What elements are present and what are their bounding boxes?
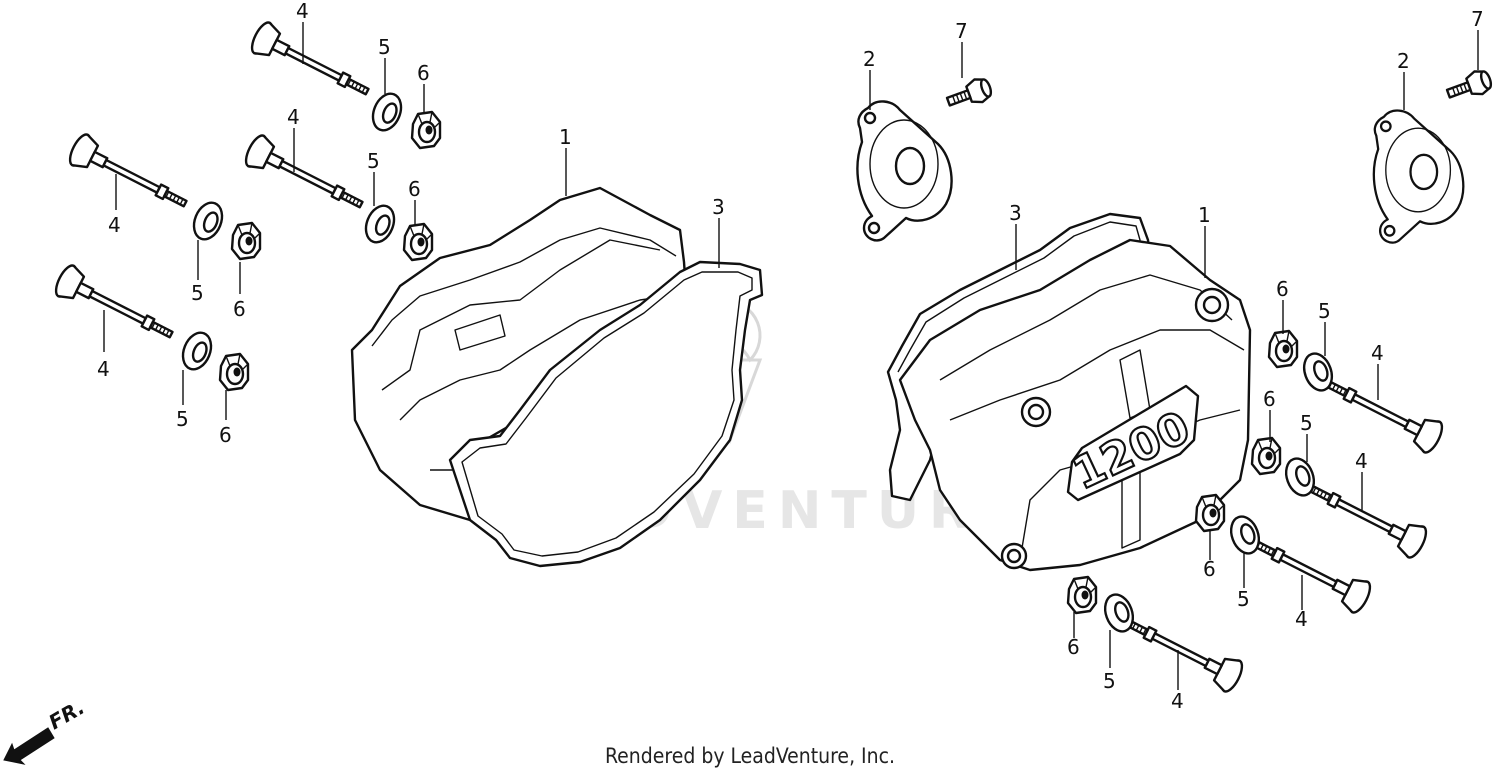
cap-icon (856, 100, 953, 242)
callout-4: 4 (108, 213, 121, 237)
footer-credit: Rendered by LeadVenture, Inc. (605, 744, 895, 768)
callout-4: 4 (1355, 449, 1368, 473)
callout-5: 5 (367, 149, 380, 173)
callout-5: 5 (378, 35, 391, 59)
washer-icon (1225, 511, 1265, 559)
front-arrow-label: FR. (45, 695, 89, 734)
small-bolt-icon (1443, 66, 1496, 107)
rubber-grommet-icon (1267, 329, 1299, 369)
callout-3: 3 (1009, 201, 1022, 225)
left-leader-lines (103, 22, 720, 420)
callout-4: 4 (1371, 341, 1384, 365)
callout-6: 6 (1263, 387, 1276, 411)
bolt-icon (1245, 527, 1376, 617)
callout-6: 6 (408, 177, 421, 201)
callout-6: 6 (1203, 557, 1216, 581)
washer-icon (176, 327, 218, 375)
cap-icon (1372, 109, 1465, 244)
callout-labels: 4 5 6 4 5 6 4 5 6 4 5 6 1 3 2 7 2 7 3 1 … (97, 0, 1484, 713)
callout-5: 5 (1318, 299, 1331, 323)
callout-4: 4 (1295, 607, 1308, 631)
rubber-grommet-icon (1194, 493, 1226, 533)
bolt-icon (1301, 472, 1432, 562)
rubber-grommet-icon (1250, 436, 1282, 476)
callout-5: 5 (191, 281, 204, 305)
callout-1: 1 (559, 125, 572, 149)
bolt-icon (1317, 367, 1448, 457)
callout-1: 1 (1198, 203, 1211, 227)
rubber-grommet-icon (230, 221, 262, 261)
washer-icon (187, 197, 229, 245)
callout-7: 7 (955, 19, 968, 43)
bolt-icon (50, 261, 181, 351)
callout-5: 5 (176, 407, 189, 431)
callout-2: 2 (863, 47, 876, 71)
washer-icon (366, 88, 408, 136)
callout-3: 3 (712, 195, 725, 219)
callout-4: 4 (287, 105, 300, 129)
right-leader-lines (869, 30, 1479, 690)
callout-4: 4 (1171, 689, 1184, 713)
bolt-icon (240, 131, 371, 221)
callout-4: 4 (296, 0, 309, 23)
right-valve-cover (898, 238, 1252, 572)
washer-icon (359, 200, 401, 248)
callout-6: 6 (417, 61, 430, 85)
callout-6: 6 (233, 297, 246, 321)
callout-5: 5 (1300, 411, 1313, 435)
callout-6: 6 (219, 423, 232, 447)
callout-6: 6 (1067, 635, 1080, 659)
left-gasket (448, 260, 764, 568)
bolt-icon (64, 130, 195, 220)
rubber-grommet-icon (402, 222, 434, 262)
bolt-icon (246, 18, 377, 108)
front-arrow-icon (3, 727, 55, 765)
callout-7: 7 (1471, 7, 1484, 31)
rubber-grommet-icon (1066, 575, 1098, 615)
callout-4: 4 (97, 357, 110, 381)
callout-5: 5 (1237, 587, 1250, 611)
callout-2: 2 (1397, 49, 1410, 73)
rubber-grommet-icon (410, 110, 442, 150)
rubber-grommet-icon (218, 352, 250, 392)
callout-6: 6 (1276, 277, 1289, 301)
bolt-icon (1117, 606, 1248, 696)
callout-5: 5 (1103, 669, 1116, 693)
small-bolt-icon (943, 74, 996, 115)
